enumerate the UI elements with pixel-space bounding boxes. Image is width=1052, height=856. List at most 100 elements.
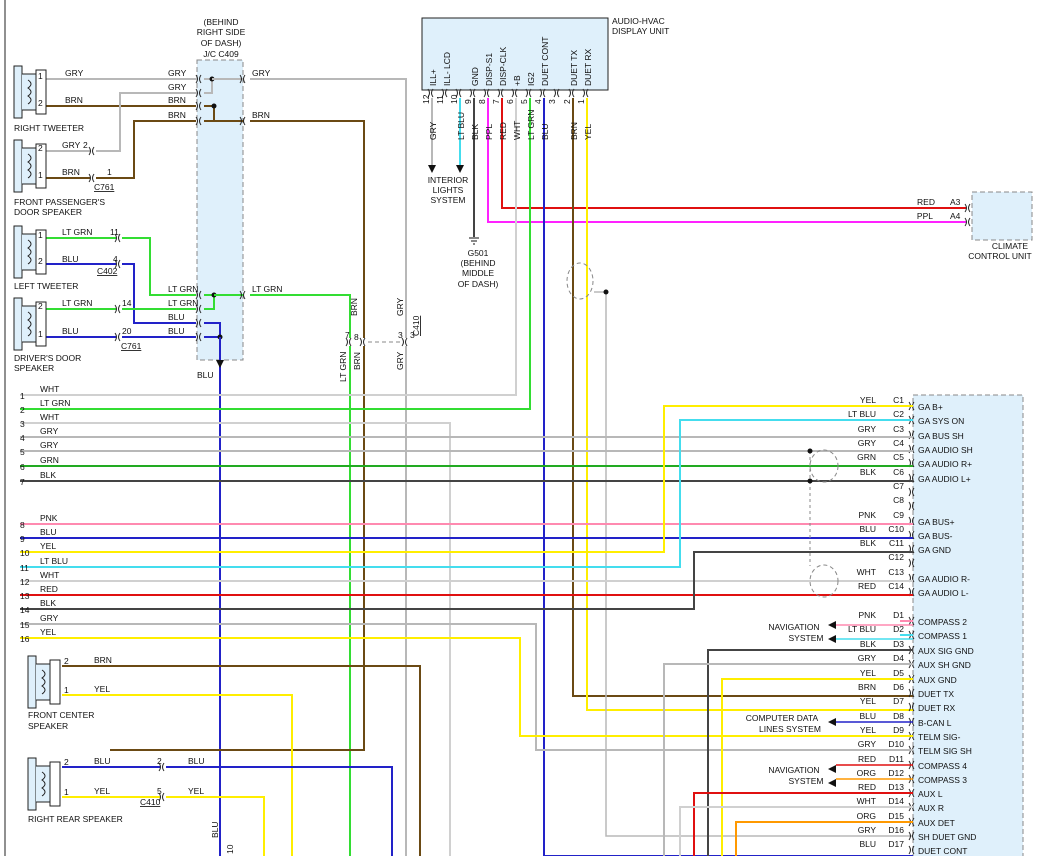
right-wire-label: RED — [858, 754, 876, 764]
comp-data-arrow-icon — [828, 718, 836, 726]
splice-dot — [807, 448, 813, 454]
climate-wire-label: PPL — [917, 211, 933, 221]
right-pin-label: C14 — [888, 581, 904, 591]
cpin-label: 2 — [157, 756, 162, 766]
d13-red — [693, 792, 913, 856]
cpin-label: 2 — [83, 140, 88, 150]
d14-wht — [679, 806, 913, 856]
connector-mark — [908, 487, 915, 497]
du-red — [501, 98, 966, 209]
connector-mark — [539, 88, 546, 98]
du-pin-func: +B — [512, 75, 522, 86]
connector-mark — [427, 88, 434, 98]
connector-mark — [469, 88, 476, 98]
connector-mark — [908, 845, 915, 855]
jc-right-label: BRN — [252, 110, 270, 120]
right-pin-label: D17 — [888, 839, 904, 849]
jc-left-label: LT GRN — [168, 298, 198, 308]
pin-label: 2 — [64, 656, 69, 666]
climate-pin-label: A3 — [950, 197, 961, 207]
interior-lights-label-2: LIGHTS — [433, 185, 464, 195]
cpin-label: 1 — [107, 167, 112, 177]
du-wire-label: BLK — [470, 124, 480, 140]
right-func-label: COMPASS 3 — [918, 775, 967, 785]
cpin-label: 11 — [110, 227, 119, 237]
du-pin-func: ILL- LCD — [442, 52, 452, 86]
connector-mark — [908, 444, 915, 454]
pin-label: 1 — [38, 230, 43, 240]
du-blu — [543, 98, 913, 856]
right-wire-label: BLU — [859, 524, 876, 534]
vlabel: 8 — [354, 332, 359, 342]
cpin-label: 5 — [157, 786, 162, 796]
jc-left-label: LT GRN — [168, 284, 198, 294]
connector-mark — [483, 88, 490, 98]
left-tweeter-label: LEFT TWEETER — [14, 281, 78, 291]
cpin-label: 14 — [122, 298, 132, 308]
connector-mark — [908, 501, 915, 511]
connector-mark — [964, 203, 971, 213]
bus10-yel — [20, 405, 913, 553]
jc-bus-ltgrn — [204, 294, 215, 310]
connector-mark — [195, 101, 202, 111]
right-func-label: AUX SH GND — [918, 660, 971, 670]
right-func-label: GA BUS- — [918, 531, 953, 541]
right-wire-label: GRY — [858, 825, 877, 835]
wire-brn-down — [250, 120, 365, 338]
du-pin-num: 9 — [463, 99, 473, 104]
du-ltgrn — [20, 98, 531, 410]
connector-mark — [195, 318, 202, 328]
climate-control-unit — [971, 191, 1033, 241]
right-pin-label: C9 — [893, 510, 904, 520]
wire-label: GRY — [62, 140, 81, 150]
connector-mark — [908, 688, 915, 698]
right-func-label: AUX DET — [918, 818, 955, 828]
pin-label: 1 — [64, 685, 69, 695]
right-wire-label: WHT — [857, 796, 876, 806]
right-pin-label: D1 — [893, 610, 904, 620]
wire-label: YEL — [188, 786, 204, 796]
connector-mark — [114, 233, 121, 243]
right-func-label: COMPASS 4 — [918, 761, 967, 771]
nav-arrow-2-icon — [828, 635, 836, 643]
right-func-label: B-CAN L — [918, 718, 952, 728]
left-tweeter-speaker — [13, 225, 47, 279]
right-pin-label: D9 — [893, 725, 904, 735]
right-func-label: SH DUET GND — [918, 832, 976, 842]
wire-label: BRN — [62, 167, 80, 177]
jc-left-label: BRN — [168, 110, 186, 120]
vlabel: 3 — [398, 330, 403, 340]
connector-mark — [114, 332, 121, 342]
right-wire-label: YEL — [860, 725, 876, 735]
connector-mark — [114, 259, 121, 269]
vlabel: GRY — [395, 297, 405, 316]
right-func-label: GA BUS SH — [918, 431, 964, 441]
right-wire-label: PNK — [859, 510, 877, 520]
right-pin-label: D11 — [889, 754, 904, 764]
wire-gry-down — [250, 78, 407, 338]
connector-mark — [158, 792, 165, 802]
d3-blk — [707, 649, 913, 856]
connector-mark — [908, 430, 915, 440]
connector-mark — [568, 88, 575, 98]
interior-lights-label-3: SYSTEM — [431, 195, 466, 205]
bus-color: PNK — [40, 513, 58, 523]
jc-down-arrow-icon — [216, 360, 224, 368]
du-pin-num: 6 — [505, 99, 515, 104]
connector-mark — [455, 88, 462, 98]
wire-lt-blu2 — [122, 263, 196, 324]
right-pin-label: D6 — [893, 682, 904, 692]
bus-num: 4 — [20, 433, 25, 443]
du-pin-func: DUET TX — [569, 50, 579, 86]
wire-label: BRN — [94, 655, 112, 665]
connector-mark — [511, 88, 518, 98]
connector-mark — [195, 74, 202, 84]
right-wire-label: BLK — [860, 639, 876, 649]
right-func-label: AUX GND — [918, 675, 957, 685]
jc-left-label: GRY — [168, 68, 187, 78]
right-pin-label: C4 — [893, 438, 904, 448]
du-wire-label: YEL — [583, 124, 593, 140]
du-pin-num: 4 — [533, 99, 543, 104]
front-pass-label-1: FRONT PASSENGER'S — [14, 197, 105, 207]
du-pin-func: DISP-S1 — [484, 53, 494, 86]
